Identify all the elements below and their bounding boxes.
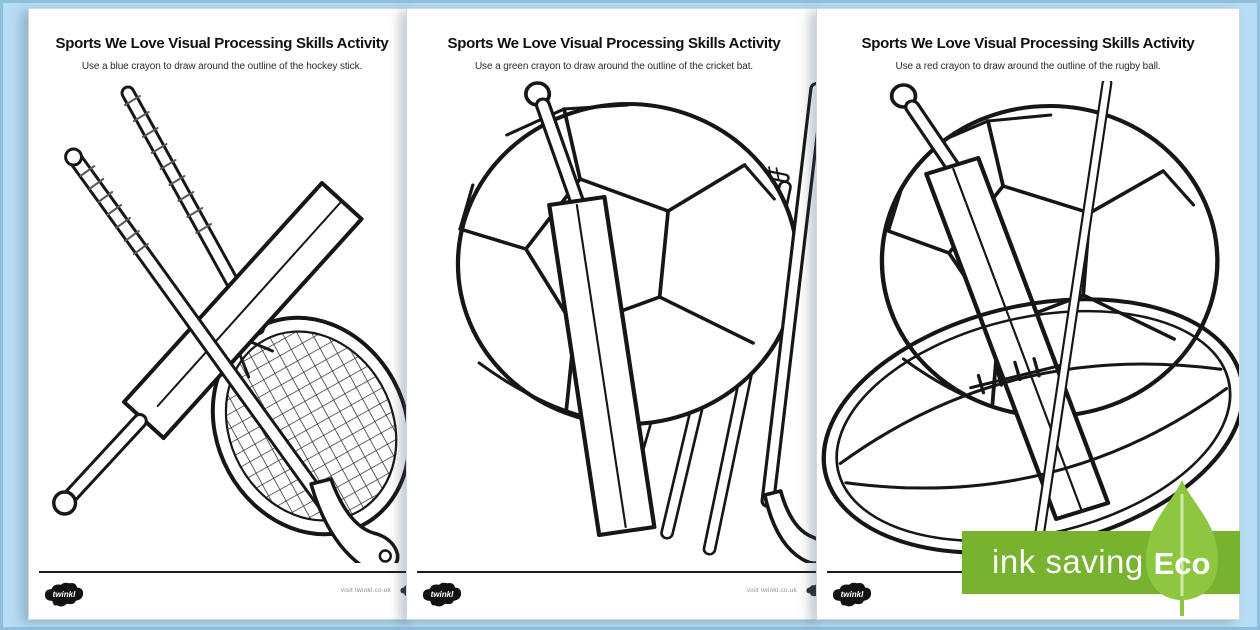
sports-line-drawing <box>455 81 821 563</box>
cricket-bat-drawing <box>524 81 657 537</box>
footer-site-note: visit twinkl.co.uk <box>746 587 797 594</box>
page-title: Sports We Love Visual Processing Skills … <box>55 35 389 52</box>
page-title: Sports We Love Visual Processing Skills … <box>861 35 1195 52</box>
page-instruction: Use a red crayon to draw around the outl… <box>895 61 1161 72</box>
ink-saving-label: ink saving <box>992 543 1144 580</box>
page-instruction: Use a blue crayon to draw around the out… <box>81 61 363 72</box>
footer-divider <box>39 571 411 573</box>
footer-site-note: visit twinkl.co.uk <box>340 587 391 594</box>
worksheet-page-hockey-stick: Sports We Love Visual Processing Skills … <box>28 8 416 620</box>
twinkl-logo-text: twinkl <box>431 590 455 599</box>
cricket-bat-drawing <box>889 83 1111 521</box>
page-instruction: Use a green crayon to draw around the ou… <box>474 61 754 72</box>
twinkl-logo-text: twinkl <box>841 590 865 599</box>
eco-leaf-icon: Eco <box>1146 480 1218 616</box>
twinkl-logo: twinkl <box>44 582 84 607</box>
eco-label: Eco <box>1154 546 1211 581</box>
worksheet-page-cricket-bat: Sports We Love Visual Processing Skills … <box>406 8 822 620</box>
twinkl-logo: twinkl <box>832 582 872 607</box>
hockey-stick-drawing <box>64 147 400 563</box>
twinkl-logo-text: twinkl <box>53 590 77 599</box>
page-title: Sports We Love Visual Processing Skills … <box>447 35 781 52</box>
stick-drawing <box>1033 81 1113 544</box>
sports-line-drawing <box>821 81 1239 555</box>
sports-line-drawing <box>52 85 412 563</box>
hockey-stick-drawing <box>760 82 821 563</box>
tennis-racket-drawing <box>120 85 412 537</box>
twinkl-logo: twinkl <box>422 582 462 607</box>
footer-divider <box>417 571 817 573</box>
